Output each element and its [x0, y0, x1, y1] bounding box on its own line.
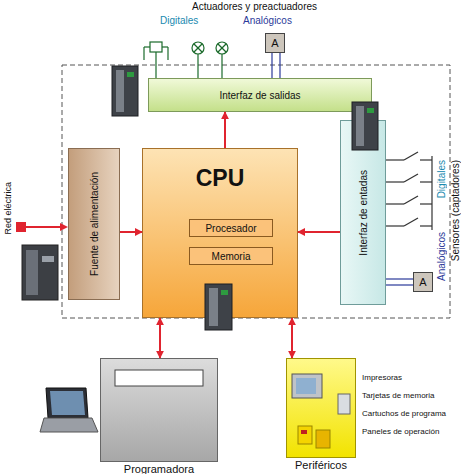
signal-wire — [386, 278, 413, 279]
analog-label: Analógicos — [243, 15, 292, 26]
input-module — [352, 102, 378, 150]
memory-box: Memoria — [189, 247, 273, 265]
node-text: Memoria — [212, 251, 251, 262]
node-text: CPU — [196, 165, 245, 192]
analog-wire — [279, 53, 280, 78]
sensor-switches — [386, 152, 432, 230]
input-interface-box: Interfaz de entadas — [340, 120, 386, 305]
sensors-heading: Sensores (captadores) — [450, 160, 461, 261]
peripheral-item: Cartuchos de programa — [362, 410, 446, 419]
data-arrow — [120, 231, 142, 233]
node-text: Programadora — [124, 463, 194, 474]
analog-label: Analógicos — [436, 232, 447, 281]
peripheral-item: Paneles de operación — [362, 428, 439, 437]
node-text: Interfaz de salidas — [219, 90, 300, 101]
programmer-box: Programadora — [100, 358, 218, 462]
power-supply-box: Fuente de alimentación — [68, 148, 120, 300]
plc-enclosure — [62, 65, 450, 318]
power-supply-module — [22, 245, 58, 300]
mains-arrowhead — [60, 223, 68, 231]
digital-label: Digitales — [436, 160, 447, 198]
cpu-box: CPU ProcesadorMemoria — [142, 148, 298, 318]
digital-label: Digitales — [160, 15, 198, 26]
programmer-screen — [115, 370, 203, 386]
actuators-heading: Actuadores y preactuadores — [192, 1, 317, 12]
laptop-image — [40, 388, 98, 432]
digital-actuators — [144, 42, 228, 78]
data-arrow — [298, 231, 340, 233]
peripheral-images — [292, 374, 350, 448]
mains-wire — [26, 226, 62, 228]
data-arrow — [291, 318, 293, 358]
node-text: Fuente de alimentación — [89, 172, 100, 276]
cpu-module — [205, 284, 232, 330]
node-text: Interfaz de entadas — [358, 170, 369, 256]
signal-wire — [271, 53, 272, 78]
node-text: A — [271, 37, 278, 49]
peripheral-item: Impresoras — [362, 374, 402, 383]
node-text: Periféricos — [295, 459, 347, 471]
peripheral-item: Tarjetas de memoria — [362, 392, 434, 401]
output-interface-box: Interfaz de salidas — [148, 78, 372, 112]
analog-actuator-box: A — [265, 33, 285, 53]
data-arrow — [159, 318, 161, 358]
analog-wire — [386, 284, 413, 285]
node-text: A — [419, 276, 426, 288]
analog-sensor-box: A — [413, 272, 433, 292]
peripherals-box: Periféricos — [286, 358, 356, 458]
processor-box: Procesador — [189, 219, 273, 237]
mains-plug — [16, 222, 26, 232]
output-module — [112, 66, 138, 116]
node-text: Procesador — [205, 223, 256, 234]
data-arrow — [224, 112, 226, 148]
mains-label: Red eléctrica — [4, 182, 14, 235]
